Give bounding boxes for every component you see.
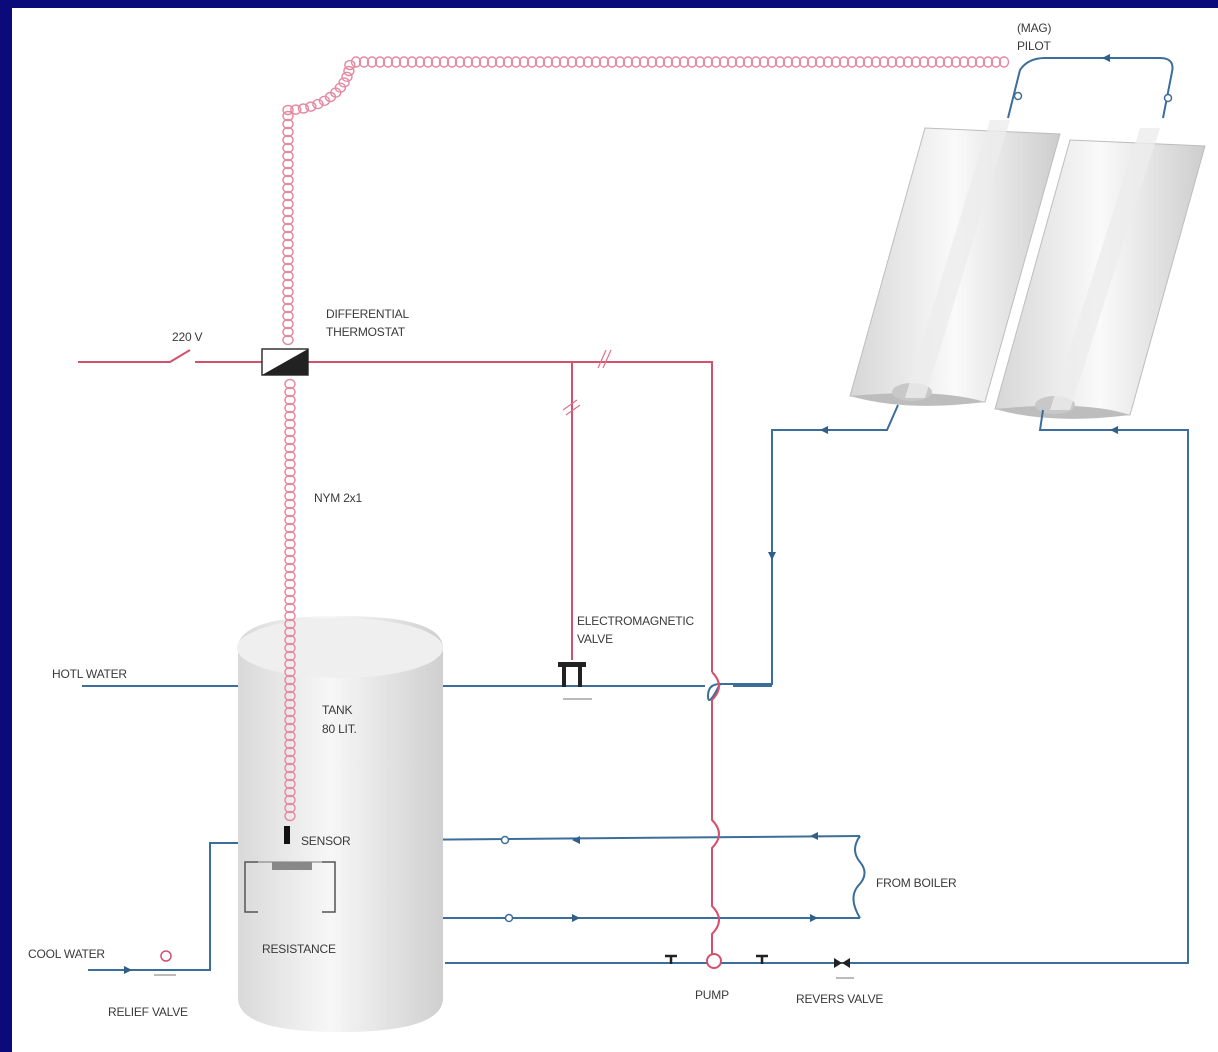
revers-valve [834,958,854,979]
sensor-cable-collector [282,56,1010,346]
label-thermostat-1: DIFFERENTIAL [326,307,409,321]
label-hot-water: HOTL WATER [52,667,127,681]
label-revers-valve: REVERS VALVE [796,992,883,1006]
label-pilot-2: PILOT [1017,39,1052,53]
label-pump: PUMP [695,988,729,1002]
label-pilot-1: (MAG) [1017,21,1052,35]
label-voltage: 220 V [172,330,203,344]
label-valve-2: VALVE [577,632,613,646]
electric-lines [78,349,720,958]
sensor-cable-tank [284,378,296,822]
label-tank-1: TANK [322,703,353,717]
label-thermostat-2: THERMOSTAT [326,325,406,339]
storage-tank [237,616,443,1032]
sensor-probe [284,826,290,844]
label-cable: NYM 2x1 [314,491,362,505]
pipe-fittings [500,91,1173,923]
electromagnetic-valve [558,662,592,700]
water-pipes [82,57,1189,971]
label-sensor: SENSOR [301,834,351,848]
relief-valve [154,950,176,976]
flow-arrows [124,54,1118,974]
pump [706,953,722,969]
label-valve-1: ELECTROMAGNETIC [577,614,695,628]
gate-valves [665,954,768,964]
label-from-boiler: FROM BOILER [876,876,957,890]
label-resistance: RESISTANCE [262,942,336,956]
resistance-element [244,861,336,913]
differential-thermostat [261,348,309,376]
label-relief-valve: RELIEF VALVE [108,1005,188,1019]
solar-collector-right [994,128,1206,419]
diagram-labels: (MAG) PILOT 220 V DIFFERENTIAL THERMOSTA… [28,21,1052,1019]
label-cool-water: COOL WATER [28,947,105,961]
label-tank-2: 80 LIT. [322,722,357,736]
solar-collector-left [849,120,1061,406]
